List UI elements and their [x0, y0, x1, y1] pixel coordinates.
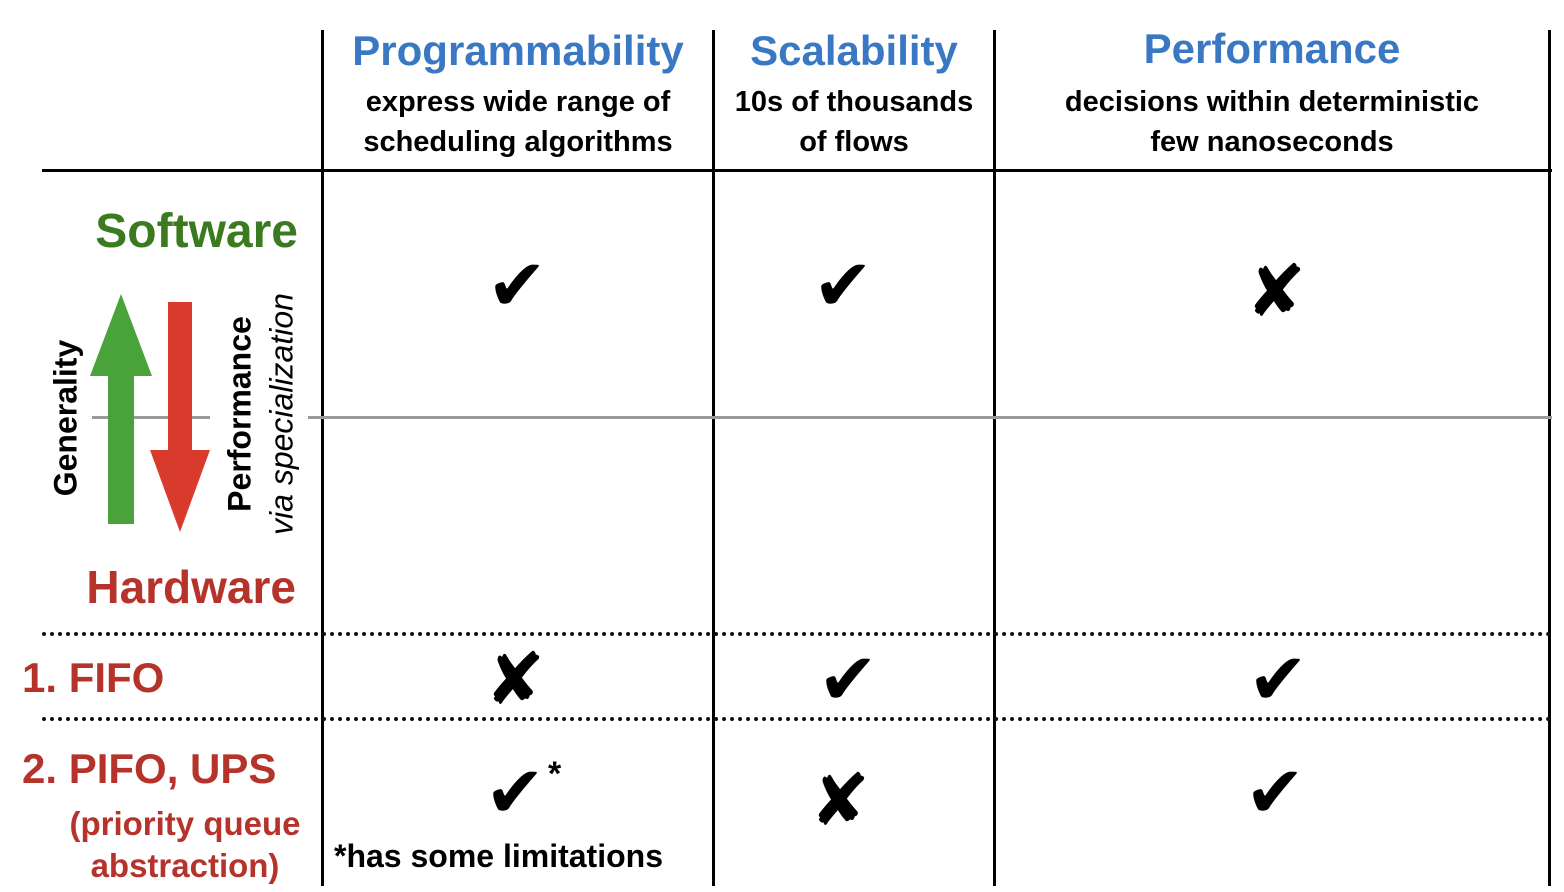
- header-scalability-desc-2: of flows: [799, 126, 909, 158]
- mark-software-programmability: ✔: [486, 243, 548, 327]
- generality-up-arrow: [90, 294, 152, 524]
- software-label: Software: [95, 205, 298, 258]
- column-divider-3: [993, 30, 996, 886]
- hardware-label: Hardware: [86, 561, 296, 613]
- row-label-fifo: 1. FIFO: [22, 654, 165, 701]
- performance-down-arrow: [150, 302, 210, 532]
- mark-pifo-scalability: ✘: [809, 758, 871, 842]
- row-label-pifo-ups: 2. PIFO, UPS: [22, 745, 277, 792]
- mark-fifo-performance: ✔: [1247, 637, 1309, 721]
- specialization-label: via specialization: [263, 293, 300, 535]
- row-sublabel-pifo-2: abstraction): [90, 847, 280, 884]
- column-divider-2: [712, 30, 715, 886]
- header-performance-desc-1: decisions within deterministic: [1064, 86, 1480, 118]
- header-divider: [42, 169, 1552, 172]
- column-divider-1: [321, 30, 324, 886]
- axis-center-tick: [92, 416, 210, 419]
- mark-software-scalability: ✔: [812, 243, 874, 327]
- mark-pifo-asterisk: *: [548, 755, 562, 793]
- column-divider-4: [1548, 30, 1551, 886]
- header-performance: Performance: [1143, 25, 1401, 72]
- header-programmability: Programmability: [352, 27, 684, 74]
- row-divider-fifo: [42, 632, 1552, 636]
- mark-software-performance: ✘: [1245, 249, 1307, 333]
- header-programmability-desc-1: express wide range of: [365, 86, 671, 118]
- software-hardware-divider: [308, 416, 1552, 419]
- performance-axis-label: Performance: [221, 316, 258, 512]
- footnote: *has some limitations: [334, 838, 663, 874]
- generality-label: Generality: [47, 339, 84, 497]
- row-sublabel-pifo-1: (priority queue: [69, 805, 301, 842]
- mark-fifo-programmability: ✘: [484, 637, 546, 721]
- row-divider-pifo: [42, 717, 1552, 721]
- header-programmability-desc-2: scheduling algorithms: [363, 126, 673, 158]
- header-scalability-desc-1: 10s of thousands: [734, 86, 974, 118]
- mark-pifo-programmability: ✔: [484, 750, 546, 834]
- mark-pifo-performance: ✔: [1244, 750, 1306, 834]
- header-scalability: Scalability: [750, 27, 958, 74]
- mark-fifo-scalability: ✔: [817, 637, 879, 721]
- header-performance-desc-2: few nanoseconds: [1150, 126, 1394, 158]
